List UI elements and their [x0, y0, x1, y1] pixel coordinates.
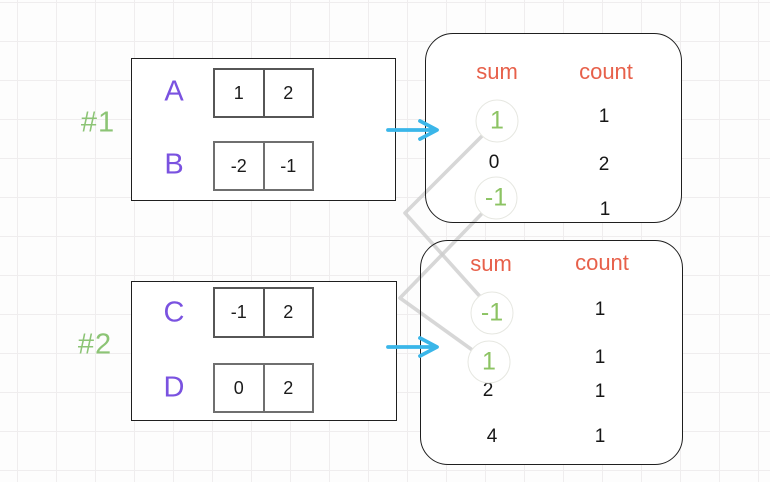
array-cell: -1 — [262, 143, 313, 189]
count-value: 1 — [594, 426, 606, 447]
example-1-table-fill — [425, 33, 682, 223]
example-2-label: #2 — [77, 328, 113, 361]
highlighted-sum-circle: -1 — [470, 291, 514, 335]
array-a-cells: 1 2 — [213, 68, 314, 118]
highlighted-sum-circle: 1 — [475, 99, 519, 143]
array-c-cells: -1 2 — [213, 287, 314, 338]
array-cell: 0 — [233, 377, 244, 398]
sum-header: sum — [476, 59, 518, 84]
array-c-label: C — [163, 296, 185, 329]
count-header: count — [575, 250, 629, 275]
array-cell: 2 — [262, 289, 313, 336]
count-value: 1 — [594, 381, 606, 402]
count-value: 1 — [594, 347, 606, 368]
count-value: 1 — [594, 299, 606, 320]
count-value: 1 — [598, 106, 610, 127]
highlighted-sum-circle: 1 — [467, 340, 511, 384]
sum-value: 4 — [486, 426, 498, 447]
count-value: 1 — [599, 199, 611, 220]
array-b-cells: -2 -1 — [213, 141, 314, 191]
array-cell: 1 — [233, 82, 244, 103]
sum-header: sum — [470, 251, 512, 276]
highlighted-sum-circle: -1 — [474, 176, 518, 220]
array-b-label: B — [164, 148, 184, 181]
count-header: count — [579, 59, 633, 84]
array-a-label: A — [164, 75, 184, 108]
example-1-label: #1 — [80, 106, 116, 139]
array-cell: -1 — [230, 302, 247, 322]
sum-value: 0 — [488, 152, 500, 173]
example-2-table-fill — [420, 240, 683, 465]
array-cell: 2 — [262, 365, 313, 411]
array-cell: 2 — [262, 70, 313, 116]
count-value: 2 — [598, 154, 610, 175]
array-cell: -2 — [230, 155, 247, 176]
array-d-cells: 0 2 — [213, 363, 314, 413]
sum-value: 2 — [482, 380, 494, 401]
array-d-label: D — [163, 371, 185, 404]
